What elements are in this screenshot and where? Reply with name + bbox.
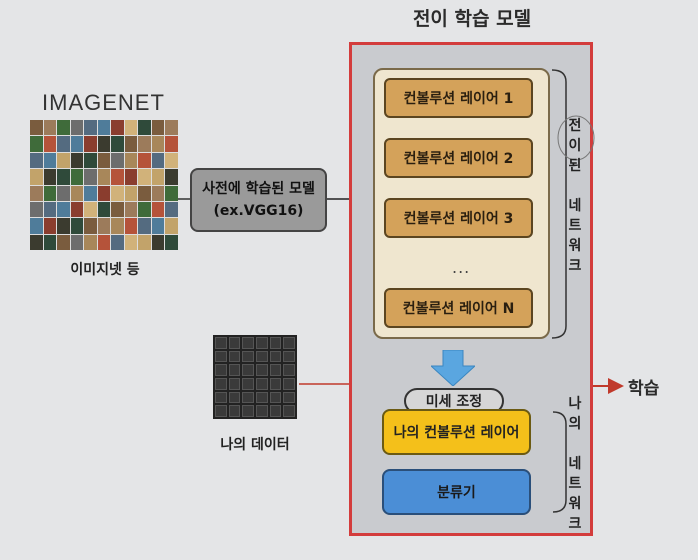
conv-layer-1: 컨볼루션 레이어 1 xyxy=(384,78,533,118)
transferred-network-label-char: 이 xyxy=(568,138,582,154)
imagenet-caption: 이미지넷 등 xyxy=(70,262,140,278)
my-data-caption: 나의 데이터 xyxy=(220,437,290,453)
conv-layer-2: 컨볼루션 레이어 2 xyxy=(384,138,533,178)
down-arrow-icon xyxy=(431,350,475,386)
transferred-network-label-char: 네 xyxy=(568,198,582,214)
classifier-box: 분류기 xyxy=(382,469,531,515)
pretrained-model-example: (ex.VGG16) xyxy=(213,203,304,219)
my-network-label-char: 네 xyxy=(568,456,582,472)
my-network-label-char xyxy=(566,434,584,454)
transferred-network-label-char: 트 xyxy=(568,218,582,234)
transferred-network-label-char xyxy=(566,176,584,196)
chip-wafer-icon xyxy=(213,335,297,419)
pretrained-model-box: 사전에 학습된 모델 (ex.VGG16) xyxy=(190,168,327,232)
transferred-network-label-char: 전 xyxy=(568,118,582,134)
conv-layer-3: 컨볼루션 레이어 3 xyxy=(384,198,533,238)
my-network-label-char: 크 xyxy=(568,516,582,532)
photo-grid-icon xyxy=(30,120,178,250)
transferred-network-label-char: 된 xyxy=(568,158,582,174)
layers-ellipsis: ... xyxy=(452,258,471,277)
my-network-label-char: 나 xyxy=(568,396,582,412)
imagenet-logo: IMAGENET xyxy=(42,90,165,115)
my-network-label-char: 의 xyxy=(568,416,582,432)
transferred-network-label-char: 워 xyxy=(568,238,582,254)
training-output-label: 학습 xyxy=(628,379,660,399)
my-network-label-char: 워 xyxy=(568,496,582,512)
diagram-title: 전이 학습 모델 xyxy=(412,8,532,30)
pretrained-model-name: 사전에 학습된 모델 xyxy=(202,181,315,197)
conv-layer-n: 컨볼루션 레이어 N xyxy=(384,288,533,328)
transferred-network-label-char: 크 xyxy=(568,258,582,274)
my-network-label-char: 트 xyxy=(568,476,582,492)
my-conv-layer: 나의 컨볼루션 레이어 xyxy=(382,409,531,455)
